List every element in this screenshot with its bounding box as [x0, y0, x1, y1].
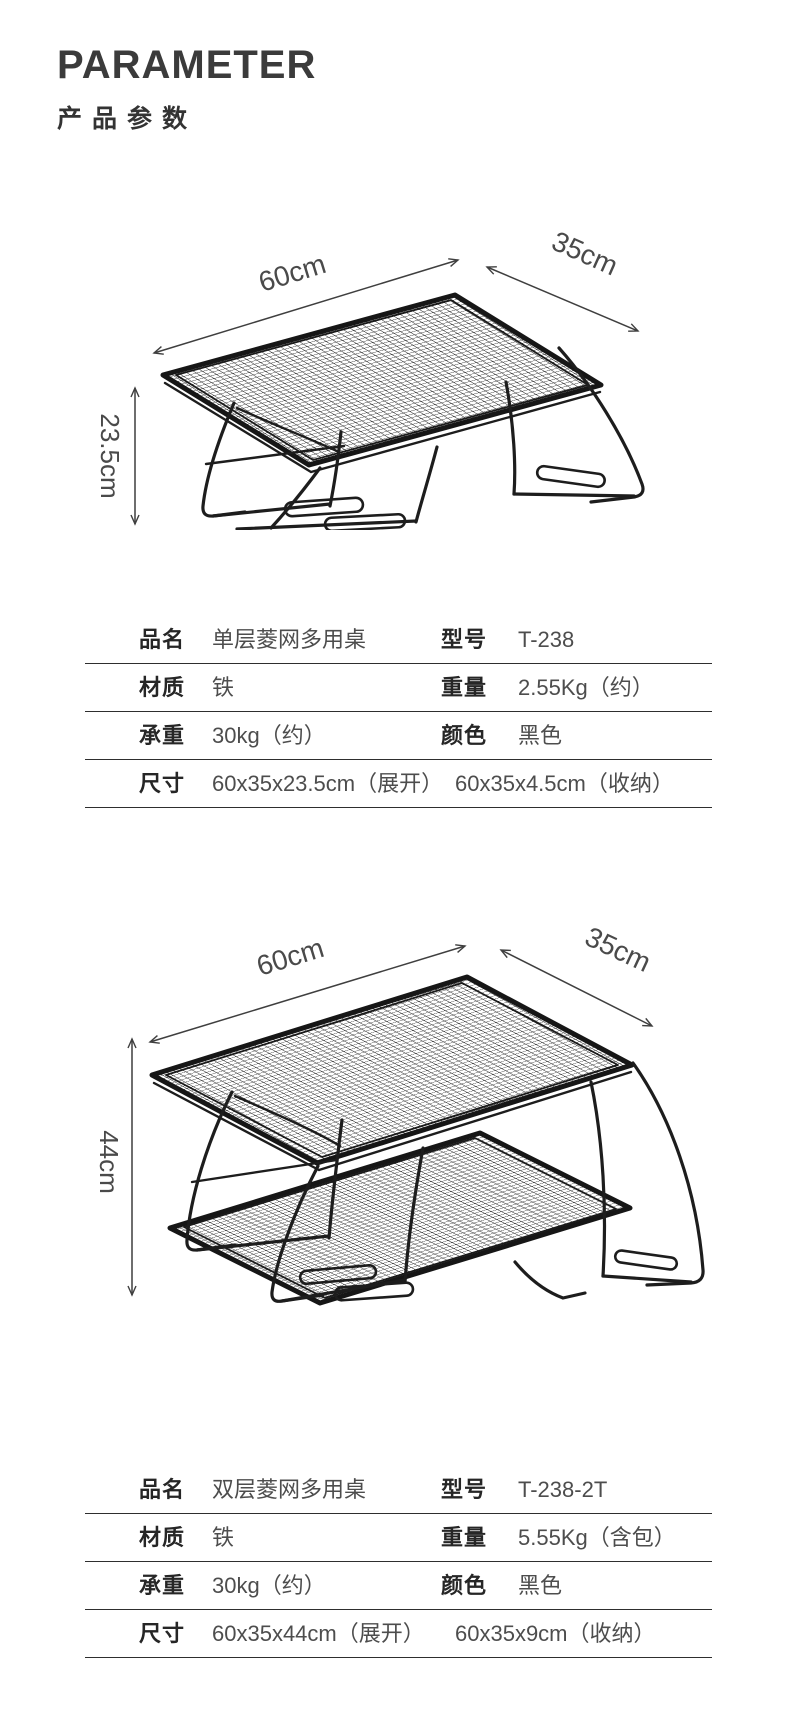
- spec-weight-label: 重量: [441, 1525, 488, 1550]
- spec-size-expanded-value: 60x35x23.5cm（展开）: [212, 771, 444, 796]
- table-right-leg: [504, 346, 645, 504]
- product-1-diagram: 60cm 35cm 23.5cm: [95, 225, 645, 530]
- dimension-height-label: 44cm: [94, 1130, 124, 1194]
- dimension-height-label: 23.5cm: [95, 413, 125, 498]
- spec-name-value: 单层菱网多用桌: [212, 627, 367, 652]
- spec-material-value: 铁: [212, 1525, 235, 1550]
- spec-model-label: 型号: [441, 627, 488, 652]
- spec-weight-label: 重量: [441, 675, 488, 700]
- spec-load-value: 30kg（约）: [212, 723, 326, 748]
- spec-row-material-weight: 材质 铁 重量 2.55Kg（约）: [85, 664, 712, 712]
- spec-load-label: 承重: [139, 1573, 186, 1598]
- spec-name-label: 品名: [139, 627, 186, 652]
- spec-model-value: T-238: [518, 627, 575, 652]
- spec-size-folded-value: 60x35x9cm（收纳）: [455, 1621, 656, 1646]
- table-left-leg: [185, 1090, 344, 1252]
- dimension-width-label: 60cm: [253, 932, 328, 982]
- table-front-right-foot: [513, 1260, 587, 1300]
- dimension-width-label: 60cm: [255, 248, 330, 298]
- spec-row-load-color: 承重 30kg（约） 颜色 黑色: [85, 712, 712, 760]
- lower-table-top-mesh: [167, 1130, 633, 1306]
- spec-load-value: 30kg（约）: [212, 1573, 326, 1598]
- product-2-spec-table: 品名 双层菱网多用桌 型号 T-238-2T 材质 铁 重量 5.55Kg（含包…: [85, 1466, 712, 1658]
- dimension-depth-label: 35cm: [580, 921, 655, 978]
- spec-color-label: 颜色: [441, 1573, 488, 1598]
- product-1-spec-table: 品名 单层菱网多用桌 型号 T-238 材质 铁 重量 2.55Kg（约） 承重…: [85, 616, 712, 808]
- spec-row-name-model: 品名 双层菱网多用桌 型号 T-238-2T: [85, 1466, 712, 1514]
- spec-color-value: 黑色: [518, 723, 563, 748]
- spec-material-label: 材质: [139, 1525, 186, 1550]
- spec-model-value: T-238-2T: [518, 1477, 608, 1502]
- table-top-mesh: [160, 292, 604, 474]
- spec-size-label: 尺寸: [139, 1621, 186, 1646]
- spec-size-label: 尺寸: [139, 771, 186, 796]
- spec-material-label: 材质: [139, 675, 186, 700]
- spec-material-value: 铁: [212, 675, 235, 700]
- dimension-depth: 35cm: [485, 225, 640, 332]
- dimension-depth-label: 35cm: [547, 225, 622, 281]
- dimension-height: 23.5cm: [95, 386, 140, 526]
- spec-model-label: 型号: [441, 1477, 488, 1502]
- spec-color-label: 颜色: [441, 723, 488, 748]
- spec-name-value: 双层菱网多用桌: [212, 1477, 367, 1502]
- spec-row-size: 尺寸 60x35x44cm（展开） 60x35x9cm（收纳）: [85, 1610, 712, 1658]
- page-header: PARAMETER 产品参数: [57, 44, 316, 135]
- spec-load-label: 承重: [139, 723, 186, 748]
- spec-weight-value: 5.55Kg（含包）: [518, 1525, 676, 1550]
- upper-table-top-mesh: [149, 974, 635, 1172]
- table-left-leg: [201, 401, 346, 518]
- page-title: PARAMETER: [57, 43, 317, 87]
- spec-row-name-model: 品名 单层菱网多用桌 型号 T-238: [85, 616, 712, 664]
- table-front-leg: [270, 1146, 425, 1303]
- table-right-leg: [589, 1061, 705, 1287]
- spec-row-load-color: 承重 30kg（约） 颜色 黑色: [85, 1562, 712, 1610]
- spec-color-value: 黑色: [518, 1573, 563, 1598]
- product-2-diagram: 60cm 35cm 44cm: [94, 921, 705, 1306]
- page-subtitle: 产品参数: [57, 105, 198, 133]
- spec-name-label: 品名: [139, 1477, 186, 1502]
- spec-row-material-weight: 材质 铁 重量 5.55Kg（含包）: [85, 1514, 712, 1562]
- spec-row-size: 尺寸 60x35x23.5cm（展开） 60x35x4.5cm（收纳）: [85, 760, 712, 808]
- spec-size-expanded-value: 60x35x44cm（展开）: [212, 1621, 425, 1646]
- table-front-leg: [235, 445, 439, 530]
- spec-weight-value: 2.55Kg（约）: [518, 675, 654, 700]
- dimension-height: 44cm: [94, 1037, 137, 1297]
- spec-size-folded-value: 60x35x4.5cm（收纳）: [455, 771, 674, 796]
